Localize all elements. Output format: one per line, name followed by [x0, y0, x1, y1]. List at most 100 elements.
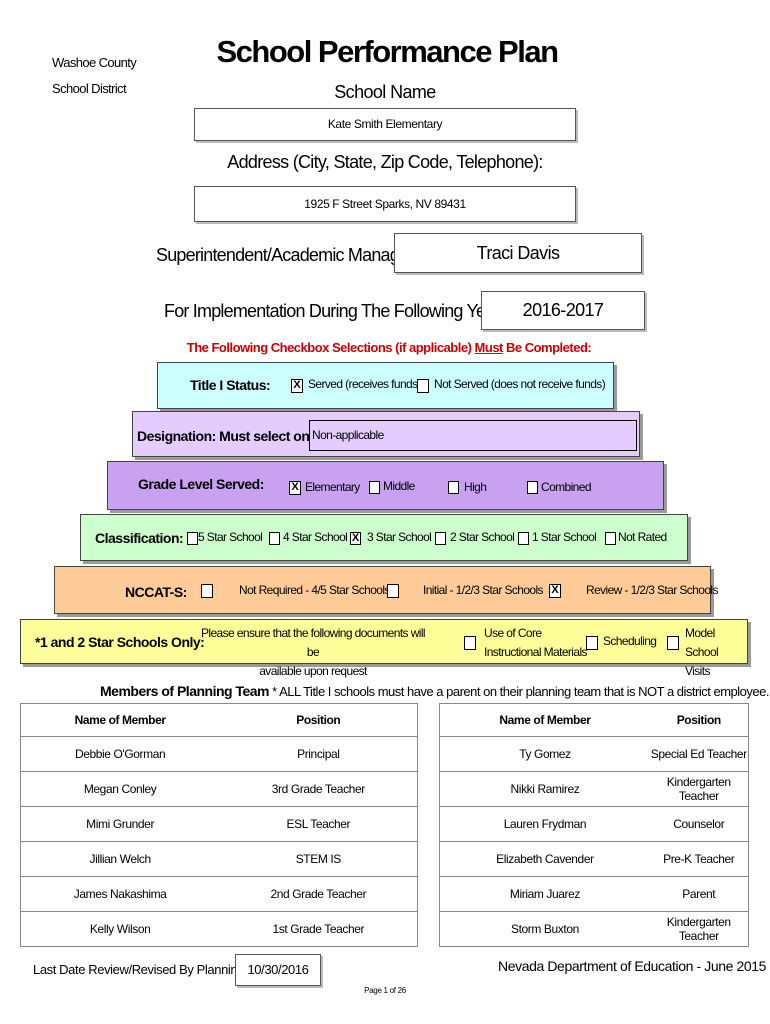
address-label: Address (City, State, Zip Code, Telephon…	[227, 152, 543, 172]
grade-elementary-checkbox[interactable]: X	[289, 481, 301, 495]
members-heading: Members of Planning Team * ALL Title I s…	[100, 683, 769, 699]
class-not-rated-label: Not Rated	[618, 530, 667, 544]
member-name: Miriam Juarez	[439, 876, 650, 912]
district-line-1: Washoe County	[52, 55, 137, 70]
grade-high-checkbox[interactable]	[448, 481, 459, 494]
members-title: Members of Planning Team	[100, 683, 270, 699]
class-4star-checkbox[interactable]	[269, 532, 280, 545]
member-position: Kindergarten Teacher	[649, 771, 749, 807]
member-name: Mimi Grunder	[20, 806, 220, 842]
doc-core-line1: Use of Core	[484, 626, 542, 640]
page-title: School Performance Plan	[216, 34, 559, 69]
superintendent-field[interactable]: Traci Davis	[394, 233, 642, 273]
nccat-initial-checkbox[interactable]	[387, 584, 399, 598]
star12-instruction: Please ensure that the following documen…	[201, 624, 426, 681]
member-position: 3rd Grade Teacher	[219, 771, 419, 807]
col-header-position-right: Position	[649, 703, 749, 737]
designation-band: Designation: Must select one Non-applica…	[132, 411, 640, 457]
class-4star-label: 4 Star School	[283, 530, 348, 544]
school-name-label: School Name	[334, 82, 436, 102]
superintendent-label: Superintendent/Academic Manager:	[156, 245, 418, 265]
class-not-rated-checkbox[interactable]	[605, 532, 616, 545]
review-date-label: Last Date Review/Revised By Planning Tea…	[33, 962, 281, 977]
title-i-not-served-label: Not Served (does not receive funds)	[434, 377, 606, 391]
member-position: 2nd Grade Teacher	[219, 876, 419, 912]
grade-level-band: Grade Level Served: X Elementary Middle …	[107, 461, 664, 510]
member-position: ESL Teacher	[219, 806, 419, 842]
address-value: 1925 F Street Sparks, NV 89431	[304, 197, 466, 211]
title-i-status-label: Title I Status:	[190, 377, 271, 393]
class-2star-label: 2 Star School	[450, 530, 515, 544]
doc-core-materials-checkbox[interactable]	[464, 636, 476, 650]
nccat-band: NCCAT-S: Not Required - 4/5 Star Schools…	[54, 566, 718, 614]
member-position: Pre-K Teacher	[649, 841, 749, 877]
grade-combined-checkbox[interactable]	[527, 481, 538, 494]
district-name: Washoe County School District	[52, 52, 137, 100]
class-3star-checkbox[interactable]: X	[350, 532, 361, 545]
grade-middle-label: Middle	[383, 479, 415, 493]
member-position: Special Ed Teacher	[649, 736, 749, 772]
class-5star-checkbox[interactable]	[187, 532, 198, 545]
grade-high-label: High	[464, 480, 487, 494]
star12-instruction-line1: Please ensure that the following documen…	[201, 626, 426, 659]
nccat-review-checkbox[interactable]: X	[549, 584, 561, 598]
doc-model-line2: Visits	[685, 664, 710, 678]
member-position: STEM IS	[219, 841, 419, 877]
designation-field[interactable]: Non-applicable	[309, 420, 637, 451]
table-row: Debbie O'Gorman Principal Ty Gomez Speci…	[20, 736, 749, 772]
member-name: Elizabeth Cavender	[439, 841, 650, 877]
members-table: Name of Member Position Name of Member P…	[20, 703, 749, 947]
table-row: Megan Conley 3rd Grade Teacher Nikki Ram…	[20, 771, 749, 807]
review-date-field[interactable]: 10/30/2016	[235, 954, 321, 986]
address-field[interactable]: 1925 F Street Sparks, NV 89431	[194, 186, 576, 222]
designation-value: Non-applicable	[312, 428, 384, 442]
table-gap	[418, 704, 440, 737]
table-gap	[418, 877, 440, 912]
implementation-years-value: 2016-2017	[522, 300, 604, 320]
class-1star-label: 1 Star School	[532, 530, 597, 544]
implementation-years-field[interactable]: 2016-2017	[481, 291, 645, 330]
implementation-label: For Implementation During The Following …	[164, 301, 513, 321]
district-line-2: School District	[52, 81, 127, 96]
nccat-not-required-label: Not Required - 4/5 Star Schools	[239, 583, 390, 597]
title-i-served-checkbox[interactable]: X	[291, 379, 303, 393]
col-header-name-right: Name of Member	[439, 703, 650, 737]
member-name: Kelly Wilson	[20, 911, 220, 947]
school-name-field[interactable]: Kate Smith Elementary	[194, 108, 576, 141]
class-3star-label: 3 Star School	[367, 530, 432, 544]
doc-model-visits-checkbox[interactable]	[667, 636, 679, 650]
title-i-status-band: Title I Status: X Served (receives funds…	[157, 362, 614, 409]
member-position: Parent	[649, 876, 749, 912]
nccat-not-required-checkbox[interactable]	[201, 584, 213, 598]
notice-prefix: The Following Checkbox Selections (if ap…	[186, 340, 475, 355]
class-2star-checkbox[interactable]	[435, 532, 446, 545]
members-header-row: Name of Member Position Name of Member P…	[20, 703, 749, 737]
title-i-not-served-checkbox[interactable]	[417, 379, 429, 393]
doc-scheduling-label: Scheduling	[603, 634, 657, 648]
star12-label: *1 and 2 Star Schools Only:	[35, 634, 205, 650]
table-row: Jillian Welch STEM IS Elizabeth Cavender…	[20, 841, 749, 877]
member-name: Jillian Welch	[20, 841, 220, 877]
member-position: Kindergarten Teacher	[649, 911, 749, 947]
classification-label: Classification:	[95, 530, 184, 546]
table-gap	[418, 842, 440, 877]
member-position: Principal	[219, 736, 419, 772]
grade-level-label: Grade Level Served:	[138, 476, 264, 492]
member-position: 1st Grade Teacher	[219, 911, 419, 947]
member-position: Counselor	[649, 806, 749, 842]
classification-band: Classification: 5 Star School 4 Star Sch…	[80, 514, 688, 561]
col-header-position-left: Position	[219, 703, 419, 737]
star12-instruction-line2: available upon request	[259, 664, 367, 678]
doc-scheduling-checkbox[interactable]	[586, 636, 598, 650]
notice-suffix: Be Completed:	[502, 340, 592, 355]
member-name: Debbie O'Gorman	[20, 736, 220, 772]
class-1star-checkbox[interactable]	[518, 532, 529, 545]
notice-emphasis: Must	[474, 340, 504, 355]
grade-middle-checkbox[interactable]	[369, 481, 380, 494]
doc-core-line2: Instructional Materials	[484, 645, 588, 659]
table-row: Kelly Wilson 1st Grade Teacher Storm Bux…	[20, 911, 749, 947]
member-name: Ty Gomez	[439, 736, 650, 772]
star12-band: *1 and 2 Star Schools Only: Please ensur…	[20, 619, 748, 678]
superintendent-value: Traci Davis	[476, 243, 560, 263]
nccat-label: NCCAT-S:	[125, 584, 187, 600]
